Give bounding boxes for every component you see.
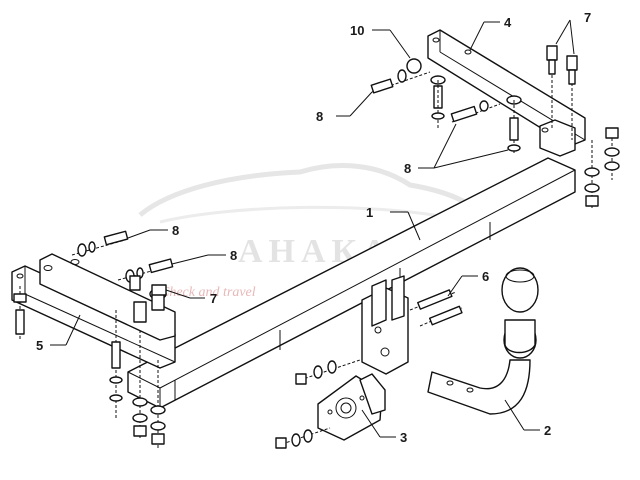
callout-7-top: 7: [584, 10, 591, 25]
callout-4: 4: [504, 15, 512, 30]
callout-1: 1: [366, 205, 373, 220]
callout-8-upper: 8: [316, 109, 323, 124]
socket-plate-part-3: [317, 373, 386, 441]
ball-mount-bracket: [361, 275, 409, 375]
watermark: АНАКА Check and travel: [138, 163, 483, 300]
callout-labels: 1 2 3 4 5 6 7 7 8 8 8 8 10: [36, 10, 591, 445]
callout-3: 3: [400, 430, 407, 445]
crossbar-part-1: [127, 157, 576, 409]
callout-2: 2: [544, 423, 551, 438]
watermark-car-icon: [138, 163, 483, 217]
callout-8-right: 8: [404, 161, 411, 176]
callout-8-left-top: 8: [172, 223, 179, 238]
callout-6: 6: [482, 269, 489, 284]
right-bracket-part-4: [427, 29, 586, 157]
leader-lines: [50, 19, 575, 438]
callout-10: 10: [350, 23, 364, 38]
callout-8-left-mid: 8: [230, 248, 237, 263]
towball-part-2: [427, 267, 539, 415]
callout-5: 5: [36, 338, 43, 353]
callout-7-left: 7: [210, 291, 217, 306]
